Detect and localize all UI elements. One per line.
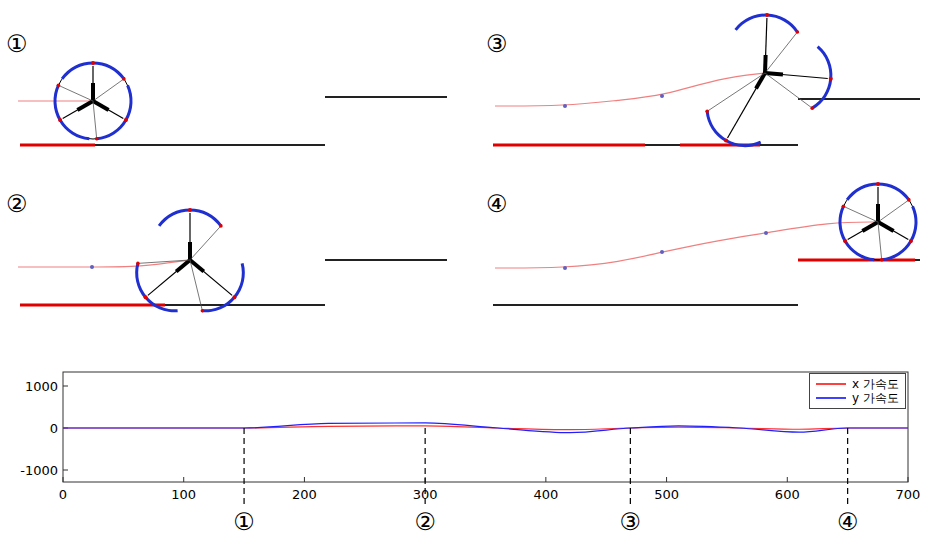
wheel-leg bbox=[54, 61, 133, 141]
axis-tick-label: 0 bbox=[50, 422, 58, 435]
callout-number: ③ bbox=[620, 510, 642, 534]
trajectory-dot bbox=[660, 250, 664, 254]
callout-number: ② bbox=[6, 192, 28, 216]
ground-line bbox=[20, 144, 95, 147]
legend-entry: y 가속도 bbox=[816, 391, 899, 405]
data-curve bbox=[63, 423, 908, 433]
axis-tick-label: 500 bbox=[654, 488, 679, 501]
trajectory bbox=[495, 222, 878, 268]
axis-tick-label: -1000 bbox=[20, 464, 58, 477]
callout-number: ① bbox=[233, 510, 255, 534]
ground-line bbox=[20, 304, 325, 306]
legend-swatch bbox=[816, 379, 846, 389]
callout-number: ② bbox=[414, 510, 436, 534]
ground-line bbox=[798, 259, 915, 262]
ground-line bbox=[20, 304, 165, 307]
trajectory bbox=[495, 73, 765, 106]
axis-tick-label: 200 bbox=[292, 488, 317, 501]
callout-number: ① bbox=[6, 32, 28, 56]
axis-tick-label: 0 bbox=[59, 488, 67, 501]
plot-frame bbox=[63, 372, 908, 482]
wheel-leg bbox=[839, 182, 918, 262]
trajectory-dot bbox=[90, 265, 94, 269]
axis-tick-label: 100 bbox=[171, 488, 196, 501]
legend: x 가속도y 가속도 bbox=[809, 373, 906, 409]
callout-number: ④ bbox=[837, 510, 859, 534]
ground-line bbox=[325, 96, 447, 98]
callout-number: ③ bbox=[486, 32, 508, 56]
legend-label: x 가속도 bbox=[852, 376, 899, 393]
marker-line bbox=[243, 428, 244, 505]
ground-line bbox=[798, 98, 920, 100]
ground-line bbox=[493, 144, 645, 147]
legend-label: y 가속도 bbox=[852, 390, 899, 407]
ground-line bbox=[493, 304, 798, 306]
wheel-leg bbox=[135, 208, 245, 313]
wheel-leg bbox=[705, 13, 832, 147]
axis-tick-label: 400 bbox=[533, 488, 558, 501]
axis-tick-label: 300 bbox=[413, 488, 438, 501]
marker-line bbox=[847, 428, 848, 505]
marker-line bbox=[630, 428, 631, 505]
trajectory-dot bbox=[563, 266, 567, 270]
axis-tick-label: 1000 bbox=[25, 380, 58, 393]
ground-line bbox=[325, 259, 447, 261]
axis-tick-label: 600 bbox=[775, 488, 800, 501]
ground-line bbox=[798, 259, 920, 261]
ground-line bbox=[20, 144, 325, 146]
trajectory bbox=[18, 260, 190, 267]
trajectory-dot bbox=[563, 104, 567, 108]
trajectory-dot bbox=[764, 231, 768, 235]
callout-number: ④ bbox=[486, 192, 508, 216]
trajectory-dot bbox=[660, 94, 664, 98]
legend-swatch bbox=[816, 393, 846, 403]
axis-tick-label: 700 bbox=[896, 488, 921, 501]
ground-line bbox=[680, 305, 798, 306]
legend-entry: x 가속도 bbox=[816, 377, 899, 391]
